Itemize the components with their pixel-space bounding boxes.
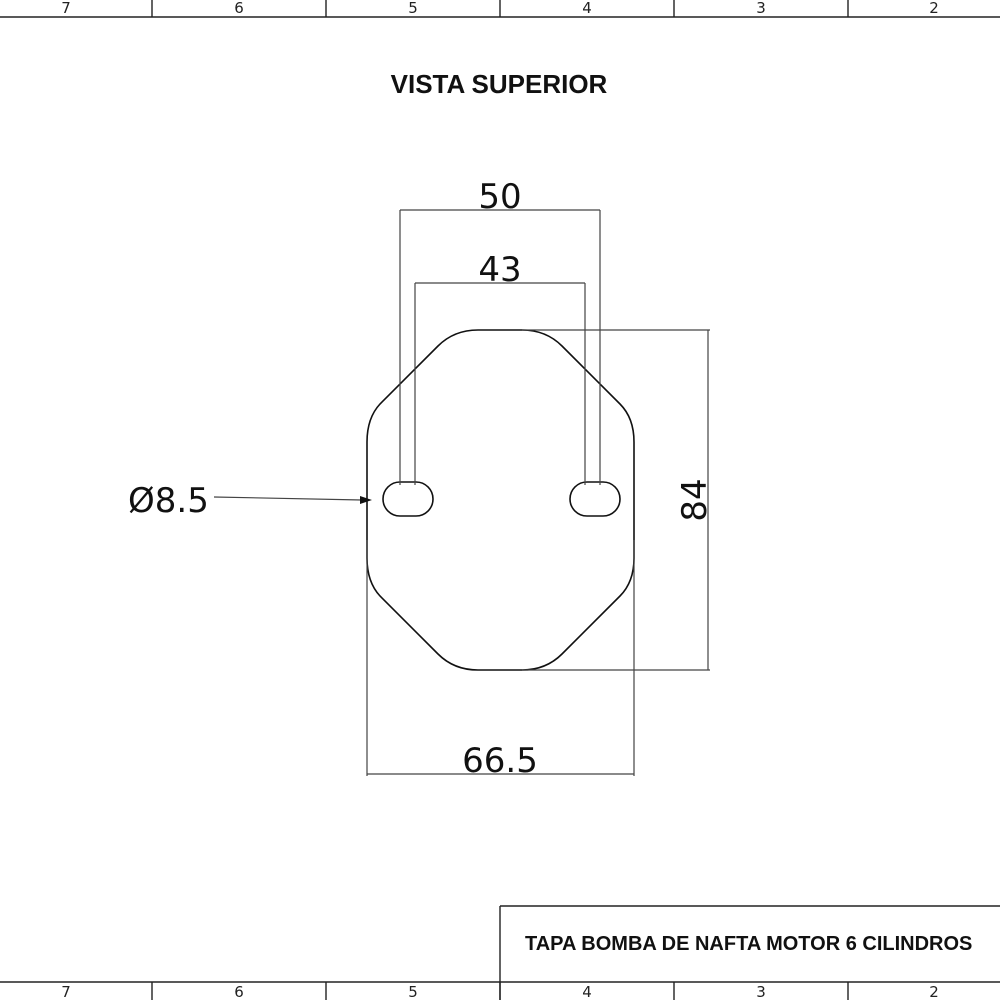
top-zone-border: 7 6 5 4 3 2	[0, 0, 1000, 18]
zone-label-bottom-4: 4	[582, 983, 592, 1000]
dimension-label-43: 43	[478, 250, 521, 290]
dimension-label-hole-diameter: Ø8.5	[128, 481, 209, 521]
dimension-label-84: 84	[675, 478, 715, 521]
hole-diameter-leader: Ø8.5	[128, 481, 372, 521]
zone-label-top-5: 5	[408, 0, 418, 17]
dimension-outer-spacing: 50	[399, 177, 601, 485]
plate-outline	[366, 329, 635, 671]
dimension-inner-spacing: 43	[414, 250, 586, 485]
title-block: TAPA BOMBA DE NAFTA MOTOR 6 CILINDROS	[499, 905, 1000, 1000]
leader-arrowhead	[360, 496, 372, 504]
dimension-width: 66.5	[366, 540, 635, 781]
zone-label-top-6: 6	[234, 0, 244, 17]
zone-label-bottom-2: 2	[929, 983, 939, 1000]
zone-label-top-7: 7	[61, 0, 71, 17]
zone-label-bottom-5: 5	[408, 983, 418, 1000]
zone-label-bottom-3: 3	[756, 983, 766, 1000]
zone-label-bottom-6: 6	[234, 983, 244, 1000]
zone-label-top-3: 3	[756, 0, 766, 17]
title-block-title: TAPA BOMBA DE NAFTA MOTOR 6 CILINDROS	[525, 933, 972, 955]
left-slot-hole	[382, 481, 434, 517]
dimension-label-66-5: 66.5	[462, 741, 538, 781]
zone-label-top-4: 4	[582, 0, 592, 17]
view-title: VISTA SUPERIOR	[391, 69, 608, 99]
zone-label-bottom-7: 7	[61, 983, 71, 1000]
dimension-label-50: 50	[478, 177, 521, 217]
dimension-height: 84	[522, 329, 715, 671]
right-slot-hole	[569, 481, 621, 517]
zone-label-top-2: 2	[929, 0, 939, 17]
